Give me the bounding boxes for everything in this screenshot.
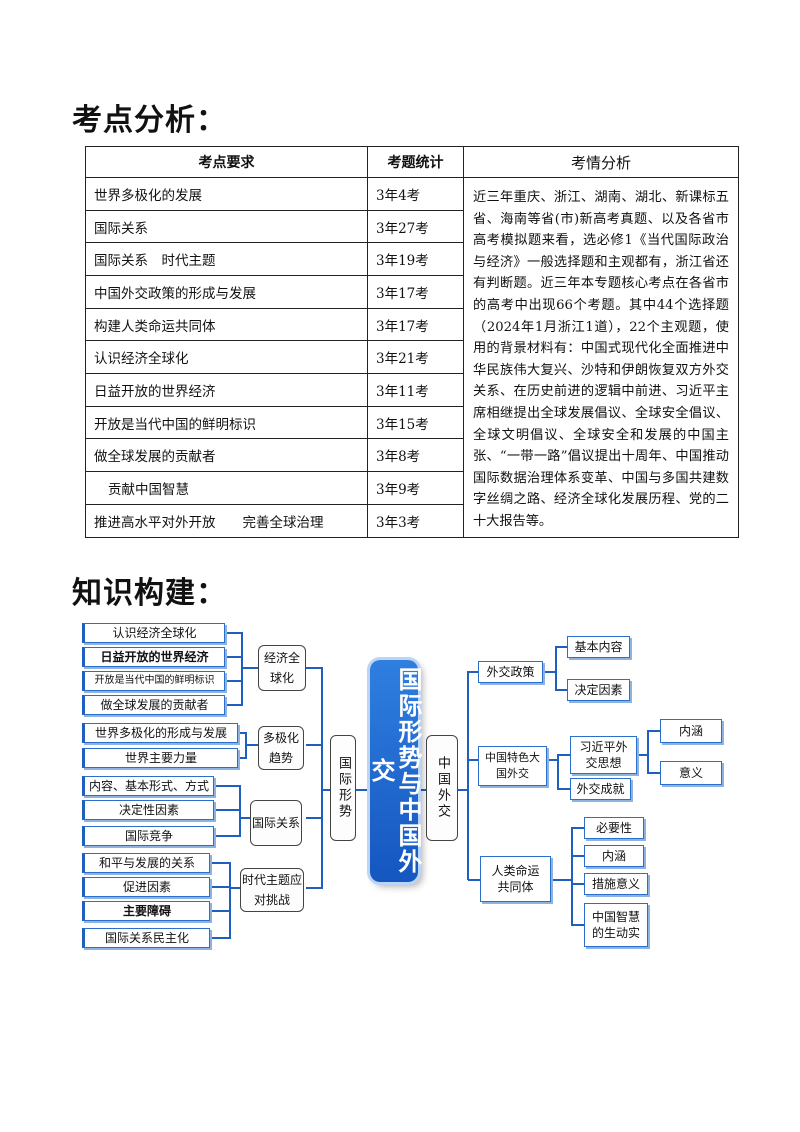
- leaf-economic-globalization: 认识经济全球化: [82, 623, 225, 643]
- topic-cell: 构建人类命运共同体: [85, 307, 368, 342]
- leaf-open-world-economy: 日益开放的世界经济: [82, 647, 225, 667]
- header-topic: 考点要求: [85, 146, 368, 178]
- leaf-xi-thought: 习近平外交思想: [570, 736, 637, 774]
- topic-cell: 国际关系 时代主题: [85, 242, 368, 277]
- leaf-main-obstacles: 主要障碍: [82, 901, 210, 921]
- topic-cell: 贡献中国智慧: [85, 471, 368, 505]
- count-cell: 3年8考: [367, 438, 464, 473]
- group-major-country-diplomacy: 中国特色大国外交: [478, 746, 547, 786]
- exam-analysis-table: 考点要求 考题统计 考情分析 世界多极化的发展 3年4考 近三年重庆、浙江、湖南…: [85, 146, 739, 538]
- central-topic: 国际形势与中国外交: [367, 660, 422, 882]
- leaf-major-powers: 世界主要力量: [82, 748, 238, 768]
- root-china-diplomacy: 中国外交: [426, 735, 458, 841]
- topic-cell: 认识经济全球化: [85, 340, 368, 375]
- topic-cell: 中国外交政策的形成与发展: [85, 275, 368, 309]
- count-cell: 3年17考: [367, 307, 464, 342]
- count-cell: 3年9考: [367, 471, 464, 505]
- leaf-decisive-factor: 决定性因素: [82, 800, 214, 820]
- table-row: 世界多极化的发展 3年4考 近三年重庆、浙江、湖南、湖北、新课标五省、海南等省(…: [85, 177, 739, 538]
- leaf-achievements: 外交成就: [570, 778, 631, 800]
- count-cell: 3年4考: [367, 177, 464, 211]
- topic-cell: 做全球发展的贡献者: [85, 438, 368, 473]
- count-cell: 3年11考: [367, 373, 464, 407]
- leaf-democratization: 国际关系民主化: [82, 928, 210, 948]
- sub-significance: 意义: [660, 761, 722, 785]
- leaf-global-development: 做全球发展的贡献者: [82, 695, 225, 715]
- count-cell: 3年27考: [367, 209, 464, 244]
- leaf-measures: 措施意义: [584, 873, 648, 895]
- group-foreign-policy: 外交政策: [478, 661, 543, 683]
- analysis-cell: 近三年重庆、浙江、湖南、湖北、新课标五省、海南等省(市)新高考真题、以及各省市高…: [463, 177, 739, 538]
- leaf-competition: 国际竞争: [82, 826, 214, 846]
- header-count: 考题统计: [367, 146, 464, 178]
- topic-cell: 推进高水平对外开放 完善全球治理: [85, 503, 368, 538]
- leaf-openness-china: 开放是当代中国的鲜明标识: [82, 671, 225, 691]
- count-cell: 3年19考: [367, 242, 464, 277]
- topic-cell: 日益开放的世界经济: [85, 373, 368, 407]
- count-cell: 3年3考: [367, 503, 464, 538]
- topic-cell: 世界多极化的发展: [85, 177, 368, 211]
- table-header-row: 考点要求 考题统计 考情分析: [85, 146, 739, 178]
- group-shared-future: 人类命运共同体: [480, 856, 551, 902]
- count-cell: 3年17考: [367, 275, 464, 309]
- count-cell: 3年21考: [367, 340, 464, 375]
- group-era-theme: 时代主题应对挑战: [240, 868, 304, 912]
- group-economic-globalization: 经济全球化: [258, 645, 306, 691]
- leaf-multipolarity-formation: 世界多极化的形成与发展: [82, 723, 238, 743]
- section-title-analysis: 考点分析：: [72, 103, 227, 138]
- leaf-promoting-factors: 促进因素: [82, 877, 210, 897]
- section-title-knowledge: 知识构建：: [72, 576, 227, 611]
- leaf-connotation: 内涵: [584, 845, 644, 867]
- topic-cell: 开放是当代中国的鲜明标识: [85, 405, 368, 440]
- leaf-basic-content: 基本内容: [567, 636, 630, 658]
- group-multipolarity: 多极化趋势: [258, 726, 304, 770]
- root-international-situation: 国际形势: [330, 735, 356, 841]
- count-cell: 3年15考: [367, 405, 464, 440]
- leaf-peace-development: 和平与发展的关系: [82, 853, 210, 873]
- leaf-chinese-wisdom: 中国智慧的生动实: [584, 903, 648, 947]
- leaf-determining-factors: 决定因素: [567, 679, 630, 701]
- sub-connotation: 内涵: [660, 719, 722, 743]
- group-international-relations: 国际关系: [250, 800, 302, 846]
- leaf-relations-content: 内容、基本形式、方式: [82, 776, 214, 796]
- topic-cell: 国际关系: [85, 209, 368, 244]
- header-analysis: 考情分析: [463, 146, 739, 178]
- leaf-necessity: 必要性: [584, 817, 644, 839]
